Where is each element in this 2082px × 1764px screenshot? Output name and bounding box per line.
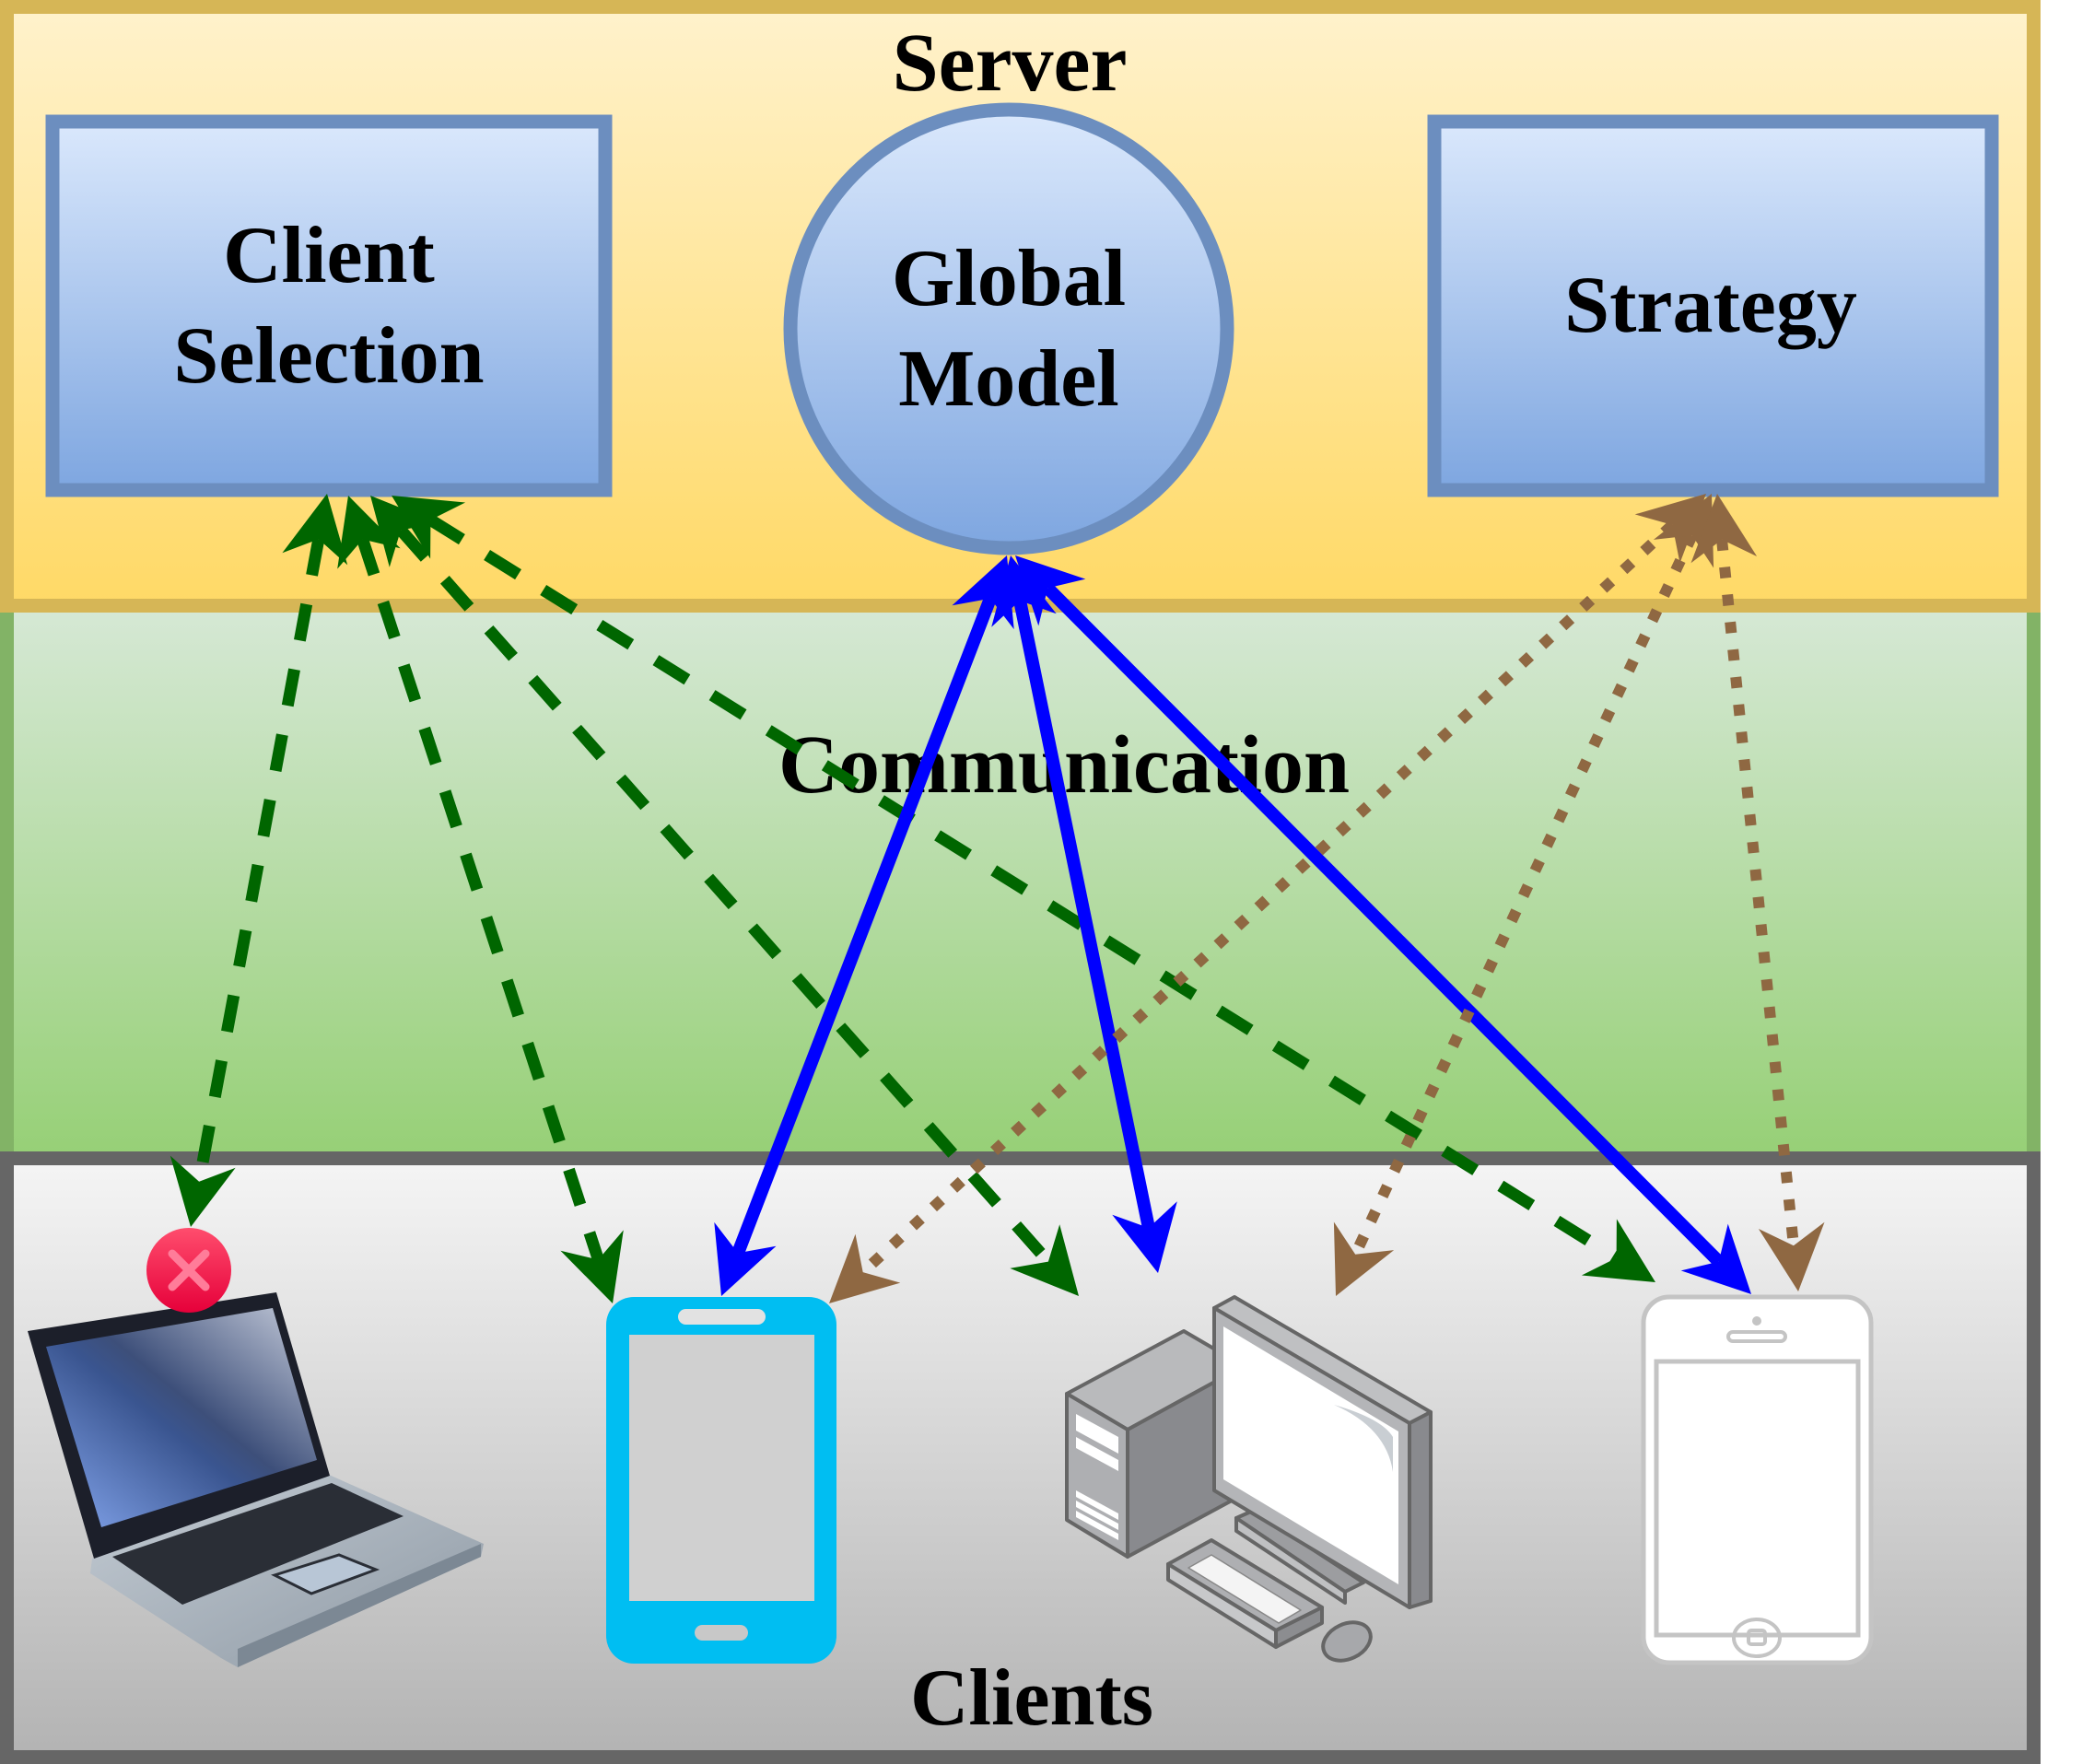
connection-strategy-to-iphone	[1690, 494, 1825, 1291]
solid-connector-line	[731, 596, 997, 1256]
solid-connector-line	[1013, 599, 1155, 1230]
strategy-node[interactable]: Strategy	[1427, 114, 1999, 497]
arrowhead-to-client-icon	[1333, 1221, 1395, 1296]
desktop-computer-icon	[1065, 1295, 1433, 1663]
client-smartphone-outline[interactable]	[1641, 1294, 1874, 1665]
x-mark	[168, 1249, 210, 1291]
dotted-connector-line	[1716, 539, 1799, 1246]
client-desktop[interactable]	[1065, 1295, 1433, 1668]
arrowhead-to-server-icon	[392, 496, 466, 559]
connection-client-selection-to-android	[337, 496, 624, 1303]
rejected-status-badge	[146, 1228, 231, 1313]
arrowhead-to-server-icon	[1690, 494, 1758, 564]
smartphone-icon	[606, 1297, 836, 1664]
global-model-label-line1: Global	[892, 234, 1126, 323]
connection-client-selection-to-laptop	[170, 494, 348, 1227]
connections-layer	[170, 494, 1825, 1303]
arrowhead-to-client-icon	[829, 1233, 901, 1303]
client-selection-label-line1: Client	[223, 211, 435, 300]
dashed-connector-line	[396, 526, 1053, 1266]
connection-strategy-to-desktop	[1333, 494, 1714, 1296]
arrowhead-to-client-icon	[1581, 1219, 1655, 1282]
arrowhead-to-server-icon	[1015, 555, 1086, 626]
arrowhead-to-client-icon	[1112, 1201, 1177, 1273]
arrowhead-to-server-icon	[370, 496, 439, 567]
client-laptop[interactable]	[28, 1228, 484, 1667]
arrowhead-to-server-icon	[282, 494, 348, 566]
dashed-connector-line	[193, 537, 325, 1184]
communication-right-border	[2027, 613, 2041, 1151]
dotted-connector-line	[859, 520, 1677, 1277]
server-title: Server	[893, 18, 1128, 109]
dashed-connector-line	[427, 514, 1620, 1264]
clients-title: Clients	[910, 1653, 1153, 1743]
global-model-node[interactable]: Global Model	[783, 102, 1234, 555]
arrowhead-to-client-icon	[560, 1230, 624, 1303]
global-model-circle	[783, 102, 1234, 555]
arrowhead-to-server-icon	[991, 555, 1057, 627]
communication-left-border	[0, 613, 14, 1151]
smartphone-outline-icon	[1641, 1294, 1874, 1665]
client-selection-box	[45, 114, 613, 497]
arrowhead-to-client-icon	[714, 1221, 777, 1296]
client-selection-label-line2: Selection	[173, 311, 484, 401]
arrowhead-to-client-icon	[1010, 1224, 1079, 1296]
solid-connector-line	[1043, 583, 1724, 1267]
dotted-connector-line	[1350, 532, 1698, 1257]
strategy-box	[1427, 114, 1999, 497]
client-smartphone[interactable]	[606, 1297, 836, 1664]
client-selection-node[interactable]: Client Selection	[45, 114, 613, 497]
connection-global-model-to-iphone	[1015, 555, 1751, 1294]
laptop-icon	[28, 1292, 484, 1667]
dashed-connector-line	[357, 537, 604, 1262]
strategy-label: Strategy	[1564, 261, 1857, 350]
arrowhead-to-client-icon	[1758, 1221, 1825, 1291]
connection-strategy-to-android	[829, 494, 1706, 1303]
connection-global-model-to-android	[714, 555, 1014, 1296]
arrowhead-to-server-icon	[952, 555, 1014, 630]
arrowhead-to-server-icon	[337, 496, 401, 569]
global-model-label-line2: Model	[898, 334, 1119, 424]
connection-client-selection-to-iphone	[392, 496, 1655, 1282]
arrowhead-to-client-icon	[170, 1155, 236, 1227]
arrowhead-to-client-icon	[1680, 1223, 1751, 1294]
connection-client-selection-to-desktop	[370, 496, 1079, 1296]
arrowhead-to-server-icon	[1653, 494, 1714, 568]
connection-global-model-to-desktop	[991, 555, 1177, 1273]
arrowhead-to-server-icon	[1634, 494, 1706, 564]
